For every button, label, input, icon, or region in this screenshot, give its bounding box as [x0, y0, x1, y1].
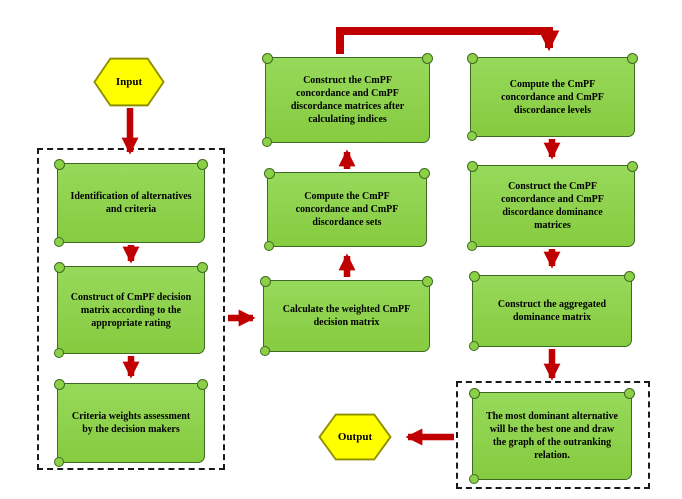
process-label: Compute the CmPF concordance and CmPF di… [295, 191, 399, 228]
process-construct-matrix: Construct of CmPF decision matrix accord… [54, 262, 208, 358]
group-box-result [456, 381, 650, 489]
process-concordance-sets: Compute the CmPF concordance and CmPF di… [264, 168, 430, 251]
scroll-curl-icon [260, 346, 270, 356]
hexagon-shape-icon [93, 57, 165, 107]
scroll-curl-icon [467, 131, 477, 141]
scroll-curl-icon [469, 341, 479, 351]
process-label: Construct the CmPF concordance and CmPF … [501, 181, 604, 231]
scroll-curl-icon [262, 137, 272, 147]
process-label: Criteria weights assessment by the decis… [71, 411, 191, 435]
process-concordance-levels: Compute the CmPF concordance and CmPF di… [467, 53, 638, 141]
input-terminal: Input [93, 57, 165, 107]
scroll-curl-icon [54, 237, 64, 247]
input-label: Input [115, 76, 143, 88]
process-label: The most dominant alternative will be th… [486, 411, 618, 461]
scroll-curl-icon [467, 241, 477, 251]
scroll-curl-icon [264, 241, 274, 251]
process-weighted-matrix: Calculate the weighted CmPF decision mat… [260, 276, 433, 356]
scroll-curl-icon [54, 457, 64, 467]
output-terminal: Output [318, 413, 392, 461]
output-label: Output [337, 431, 373, 443]
scroll-curl-icon [469, 474, 479, 484]
process-label: Calculate the weighted CmPF decision mat… [282, 304, 411, 328]
process-label: Construct of CmPF decision matrix accord… [70, 291, 192, 329]
process-aggregated-matrix: Construct the aggregated dominance matri… [469, 271, 635, 351]
arrow-matrices-to-levels [336, 27, 560, 54]
process-label: Construct the aggregated dominance matri… [497, 299, 607, 323]
process-identification: Identification of alternatives and crite… [54, 159, 208, 247]
process-label: Compute the CmPF concordance and CmPF di… [501, 78, 604, 116]
scroll-curl-icon [54, 348, 64, 358]
process-dominance-matrices: Construct the CmPF concordance and CmPF … [467, 161, 638, 251]
process-label: Identification of alternatives and crite… [70, 191, 192, 215]
process-label: Construct the CmPF concordance and CmPF … [290, 75, 405, 125]
process-criteria-weights: Criteria weights assessment by the decis… [54, 379, 208, 467]
process-concordance-matrices: Construct the CmPF concordance and CmPF … [262, 53, 433, 147]
process-most-dominant: The most dominant alternative will be th… [469, 388, 635, 484]
hexagon-shape-icon [318, 413, 392, 461]
